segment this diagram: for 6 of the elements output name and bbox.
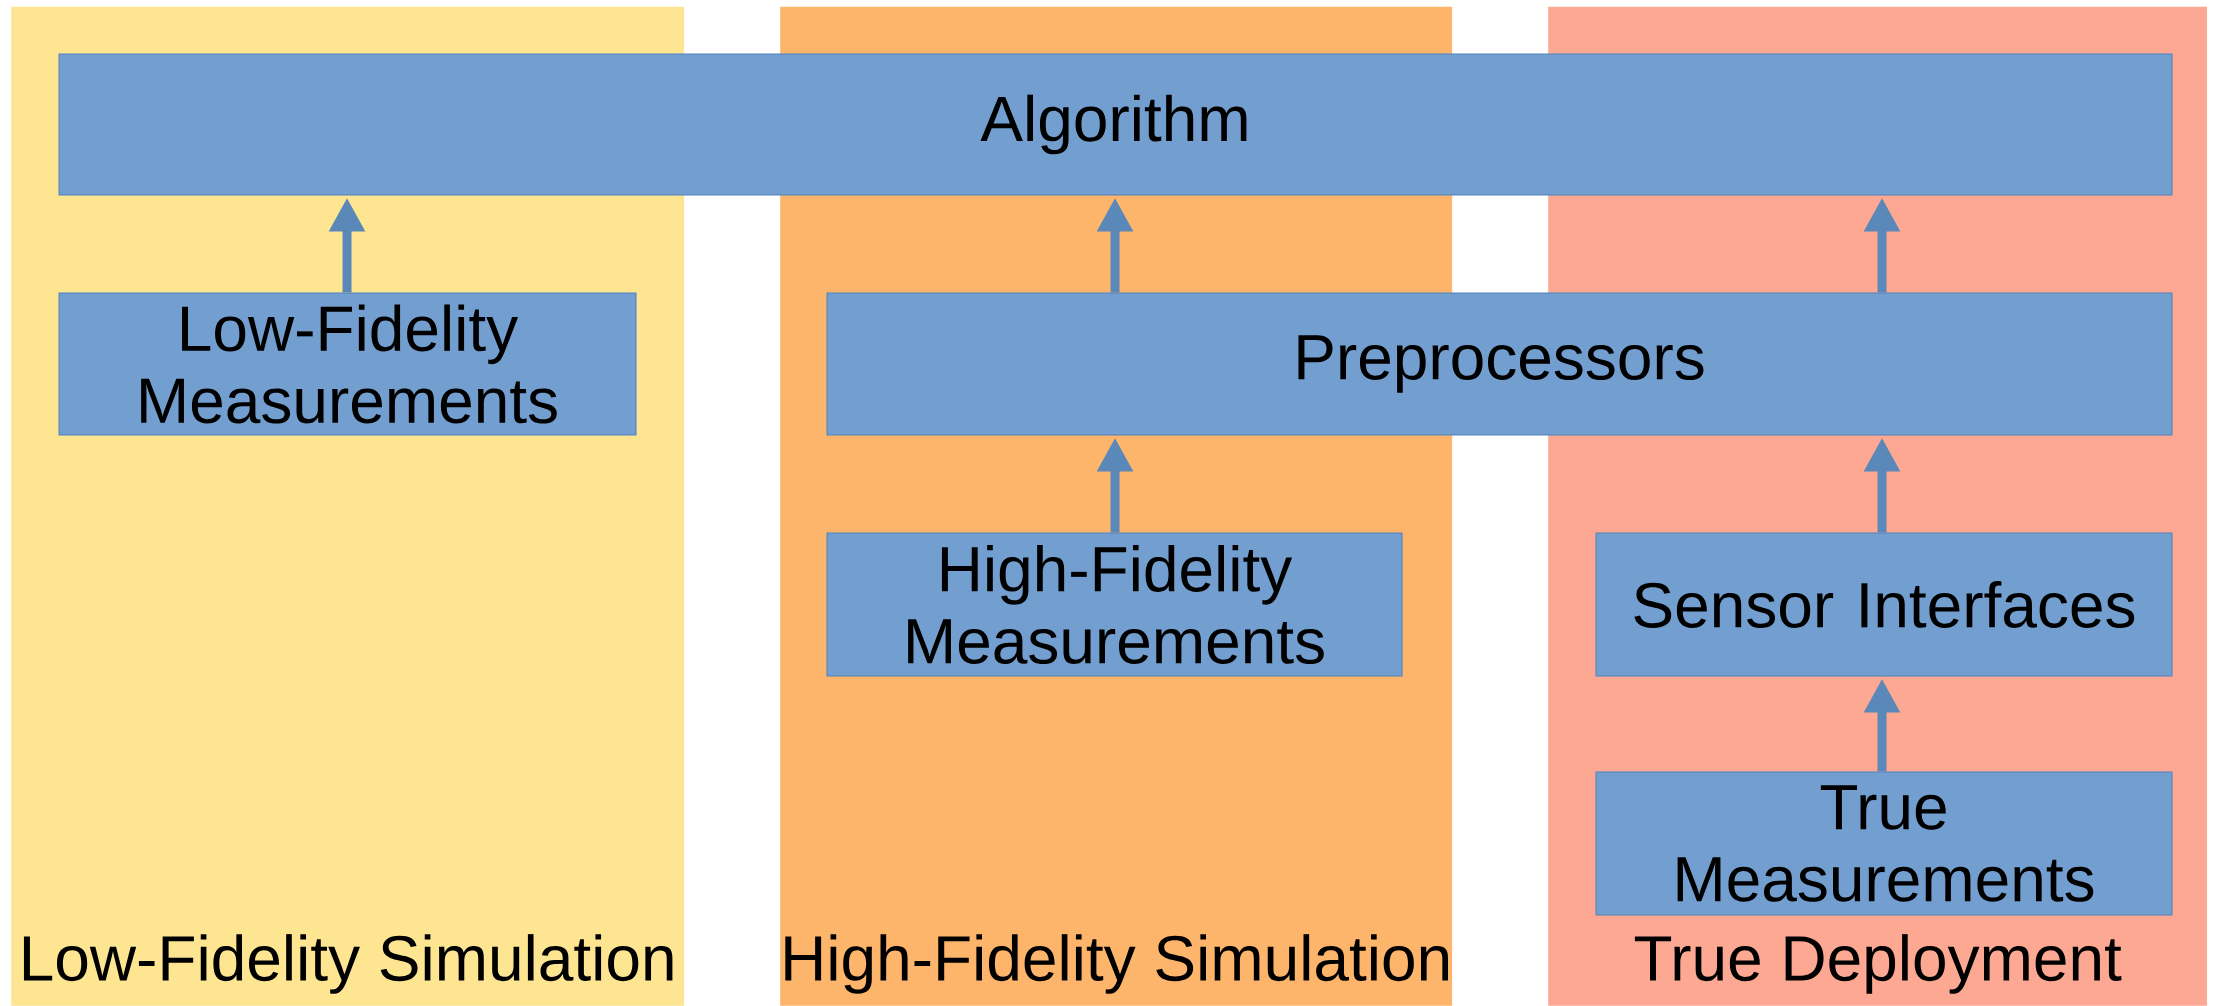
process-box: Preprocessors: [826, 292, 2173, 436]
process-box: High-Fidelity Measurements: [826, 532, 1403, 677]
process-box: True Measurements: [1595, 771, 2173, 916]
process-box: Low-Fidelity Measurements: [58, 292, 637, 436]
process-box: Sensor Interfaces: [1595, 532, 2173, 677]
process-box: Algorithm: [58, 53, 2173, 196]
